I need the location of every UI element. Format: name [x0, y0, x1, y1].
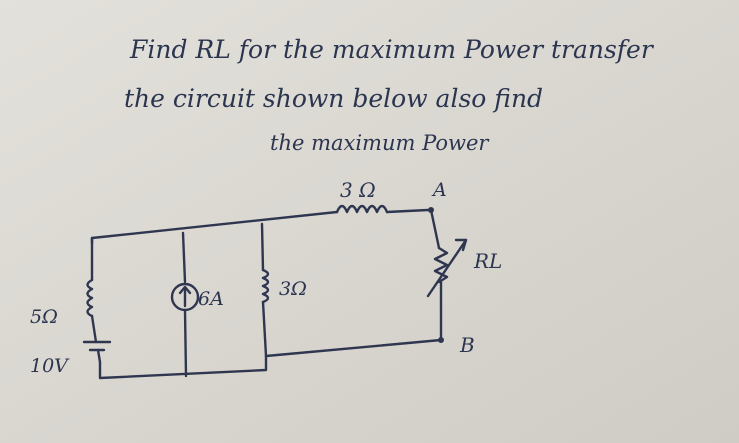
- note-line-2: the circuit shown below also find: [124, 84, 543, 113]
- current-arrow-head: [178, 285, 192, 295]
- current-source-wire-top: [181, 231, 187, 284]
- shunt-wire-bottom: [261, 300, 268, 358]
- shunt-resistor: [261, 268, 270, 304]
- left-wire-middle: [90, 314, 98, 344]
- load-resistor: [433, 246, 449, 284]
- shunt-resistor-label: 3Ω: [279, 278, 307, 300]
- series-resistor-label: 3 Ω: [340, 178, 376, 202]
- left-wire-bottom: [96, 348, 102, 364]
- right-wire-top: [429, 208, 441, 250]
- variable-arrow-head: [454, 238, 468, 252]
- variable-arrow-line: [426, 238, 468, 298]
- top-wire-right: [385, 208, 430, 214]
- note-line-1: Find RL for the maximum Power transfer: [129, 35, 655, 64]
- voltage-source-label: 10V: [30, 355, 70, 377]
- current-source-wire-bottom: [183, 308, 188, 378]
- shunt-wire-top: [260, 222, 265, 272]
- source-resistor-label: 5Ω: [30, 306, 58, 328]
- bottom-wire-left: [98, 354, 268, 380]
- terminal-b-label: B: [459, 333, 475, 357]
- terminal-a-label: A: [431, 179, 447, 201]
- bottom-wire-right: [264, 338, 443, 358]
- source-resistor: [86, 278, 94, 318]
- series-resistor: [335, 204, 389, 214]
- note-line-3: the maximum Power: [270, 131, 490, 155]
- current-source-label: 6A: [198, 288, 224, 310]
- load-label: RL: [473, 249, 502, 273]
